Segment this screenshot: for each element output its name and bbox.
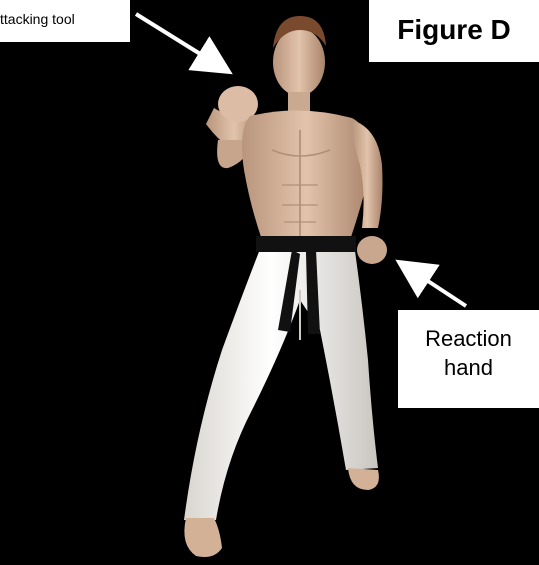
figure-title-box: Figure D — [369, 0, 539, 62]
reaction-label-line1: Reaction — [398, 324, 539, 353]
torso — [242, 110, 370, 240]
head — [273, 16, 326, 112]
figure-title: Figure D — [369, 14, 539, 46]
reaction-hand-label-box: Reaction hand — [398, 310, 539, 408]
reaction-label-line2: hand — [398, 353, 539, 382]
attacking-tool-arrow — [136, 14, 226, 70]
attacking-tool-label: ttacking tool — [0, 11, 75, 27]
attacking-tool-label-box: ttacking tool — [0, 0, 130, 42]
reaction-hand-arrow — [402, 264, 466, 306]
gi-pants — [184, 244, 378, 520]
